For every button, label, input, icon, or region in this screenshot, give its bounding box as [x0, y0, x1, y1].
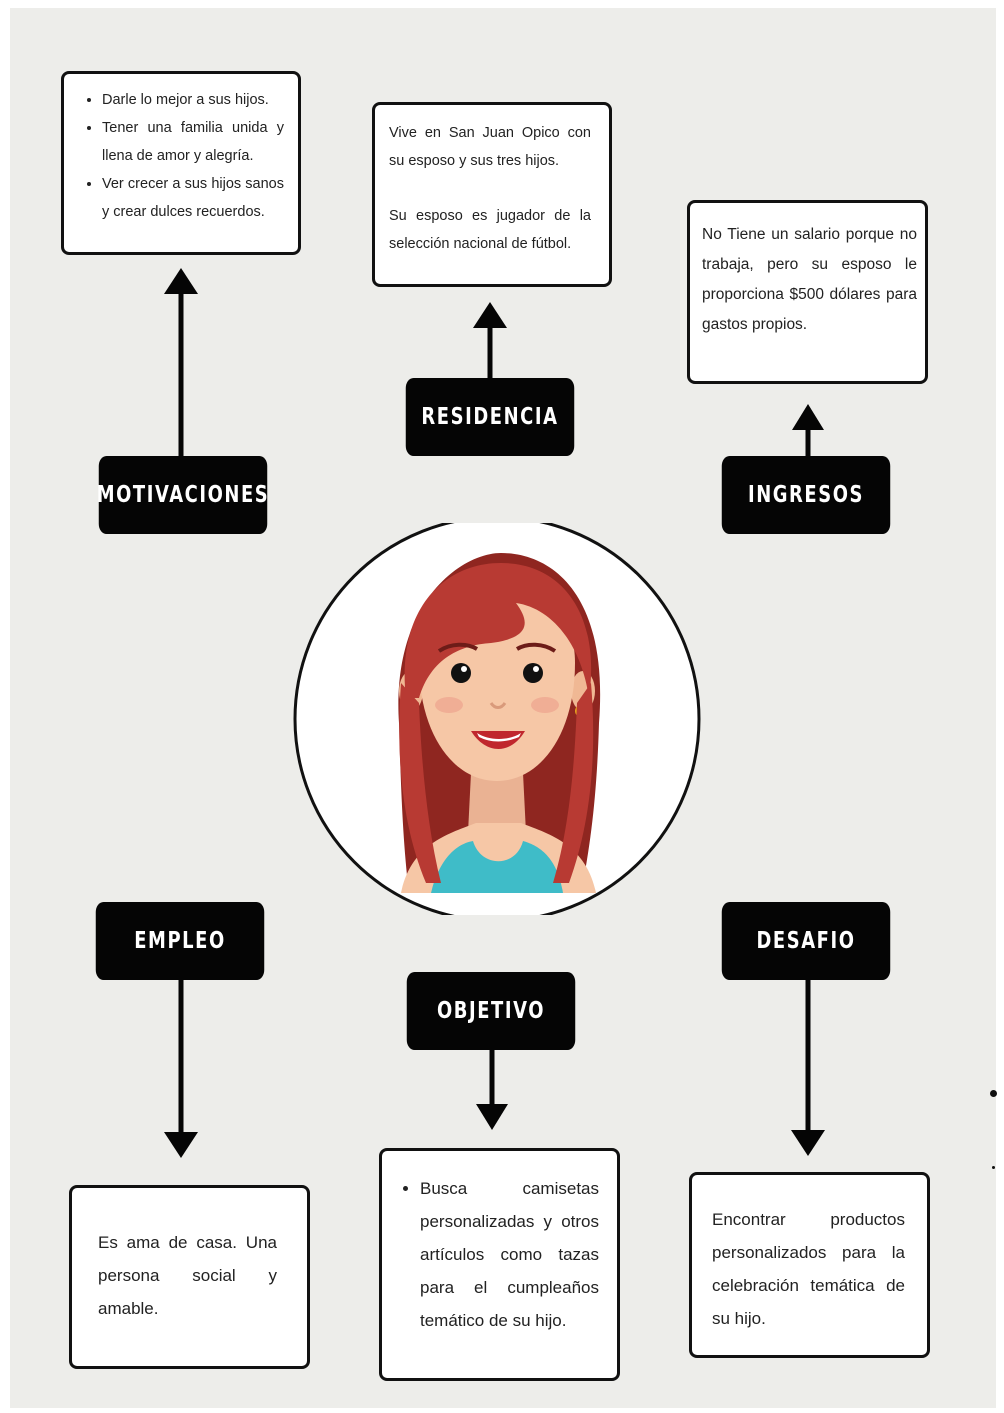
- motivaciones-list: Darle lo mejor a sus hijos. Tener una fa…: [78, 86, 284, 226]
- list-item: Darle lo mejor a sus hijos.: [102, 86, 284, 114]
- empleo-box: Es ama de casa. Una persona social y ama…: [69, 1185, 310, 1369]
- desafio-box: Encontrar productos personalizados para …: [689, 1172, 930, 1358]
- list-item: Busca camisetas personalizadas y otros a…: [420, 1172, 599, 1337]
- residencia-text-1: Vive en San Juan Opico con su esposo y s…: [389, 125, 591, 169]
- objetivo-box: Busca camisetas personalizadas y otros a…: [379, 1148, 620, 1381]
- ingresos-box: No Tiene un salario porque no trabaja, p…: [687, 200, 928, 384]
- desafio-label: DESAFIO: [721, 902, 891, 980]
- motivaciones-label: MOTIVACIONES: [97, 456, 268, 534]
- residencia-box: Vive en San Juan Opico con su esposo y s…: [372, 102, 612, 287]
- list-item: Tener una familia unida y llena de amor …: [102, 114, 284, 170]
- desafio-text: Encontrar productos personalizados para …: [712, 1210, 905, 1328]
- avatar: [293, 523, 701, 915]
- empleo-label: EMPLEO: [95, 902, 265, 980]
- objetivo-label: OBJETIVO: [406, 972, 576, 1050]
- residencia-text-2: Su esposo es jugador de la selección nac…: [389, 208, 591, 252]
- motivaciones-box: Darle lo mejor a sus hijos. Tener una fa…: [61, 71, 301, 255]
- ingresos-text: No Tiene un salario porque no trabaja, p…: [702, 226, 917, 333]
- residencia-label: RESIDENCIA: [405, 378, 575, 456]
- stray-dot: [990, 1090, 997, 1097]
- ingresos-label: INGRESOS: [721, 456, 891, 534]
- objetivo-list: Busca camisetas personalizadas y otros a…: [396, 1172, 599, 1337]
- empleo-text: Es ama de casa. Una persona social y ama…: [98, 1233, 277, 1318]
- list-item: Ver crecer a sus hijos sanos y crear dul…: [102, 170, 284, 226]
- stray-dot: [992, 1166, 995, 1169]
